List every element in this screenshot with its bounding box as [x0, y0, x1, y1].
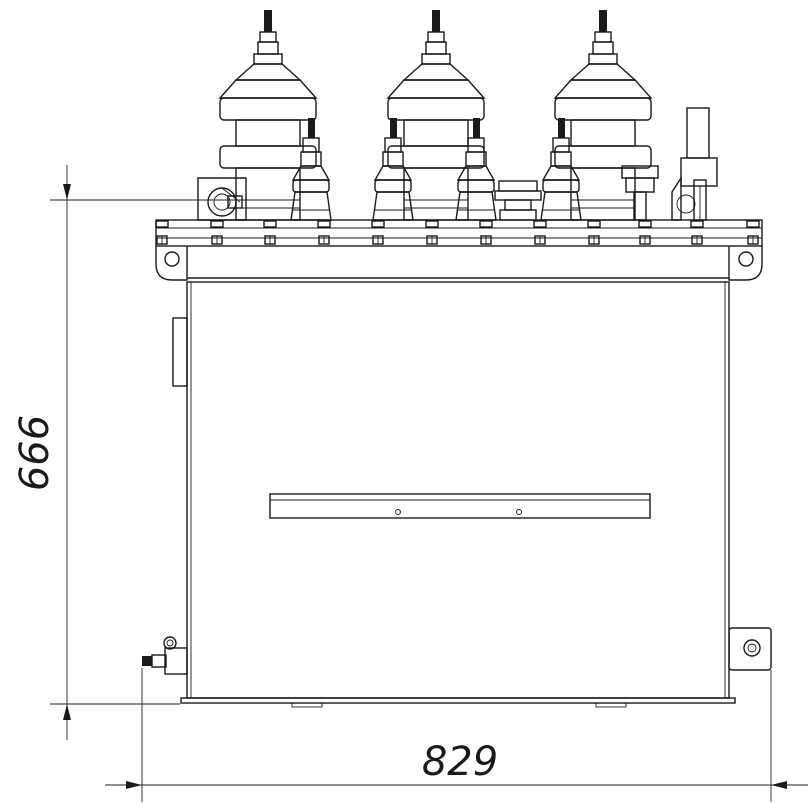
- cover-flange: [155, 219, 763, 281]
- bolt: [371, 220, 385, 245]
- bolt: [479, 220, 493, 245]
- bolt: [210, 220, 224, 245]
- ground-lug: [728, 627, 772, 671]
- tank-body: [180, 281, 736, 708]
- height-dimension-label: 666: [12, 415, 58, 491]
- filler-cap: [494, 180, 542, 221]
- bolt: [587, 220, 601, 245]
- bolt: [263, 220, 277, 245]
- hv-bushing: [218, 10, 318, 221]
- cover-bolts: [155, 220, 760, 245]
- bolt: [317, 220, 331, 245]
- bolt: [638, 220, 652, 245]
- width-dimension-label: 829: [422, 739, 498, 785]
- bolt: [155, 220, 169, 245]
- bolt: [746, 220, 760, 245]
- lv-bushing: [372, 118, 414, 221]
- bolt: [533, 220, 547, 245]
- lv-bushing: [290, 118, 332, 221]
- side-pocket: [172, 317, 188, 387]
- ground-terminal: [197, 177, 247, 221]
- indicator-device: [621, 165, 659, 221]
- width-dimension: [105, 668, 808, 802]
- hv-bushing: [386, 10, 486, 221]
- hv-bushings: [218, 10, 653, 221]
- lv-bushing: [540, 118, 582, 221]
- height-dimension: [50, 165, 242, 740]
- tap-changer: [671, 107, 718, 221]
- lv-bushings: [290, 118, 582, 221]
- drain-valve: [142, 636, 188, 675]
- rating-plate: [269, 493, 651, 519]
- bolt: [690, 220, 704, 245]
- lv-bushing: [455, 118, 497, 221]
- bolt: [425, 220, 439, 245]
- hv-bushing: [553, 10, 653, 221]
